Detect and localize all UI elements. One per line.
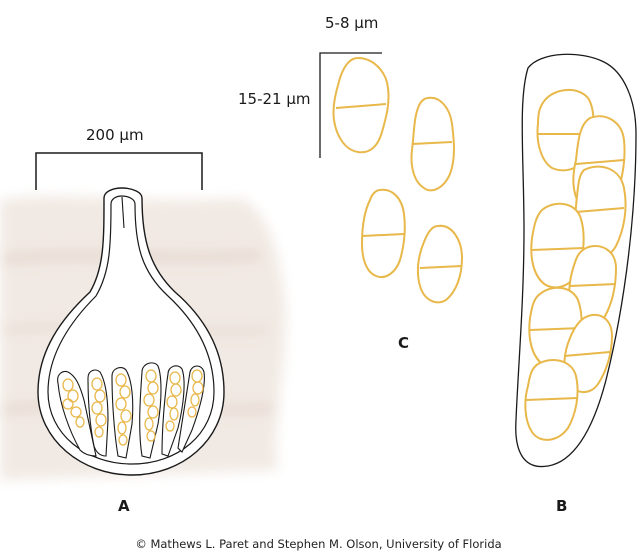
scale-label-c-width: 5-8 µm bbox=[325, 14, 378, 32]
ascus-b-spores bbox=[525, 90, 625, 440]
image-credit: © Mathews L. Paret and Stephen M. Olson,… bbox=[0, 537, 637, 551]
panel-label-b: B bbox=[556, 497, 567, 515]
ascospore bbox=[418, 226, 462, 302]
scale-label-c-length: 15-21 µm bbox=[238, 90, 311, 108]
scale-bar-200um bbox=[36, 153, 202, 190]
ascospores bbox=[333, 58, 462, 302]
ascospore bbox=[333, 58, 388, 152]
ascus-b bbox=[516, 54, 636, 466]
panel-label-c: C bbox=[398, 334, 409, 352]
ascospore bbox=[362, 190, 405, 277]
scale-label-a: 200 µm bbox=[86, 126, 144, 144]
ascospore bbox=[412, 98, 455, 191]
panel-label-a: A bbox=[118, 497, 130, 515]
